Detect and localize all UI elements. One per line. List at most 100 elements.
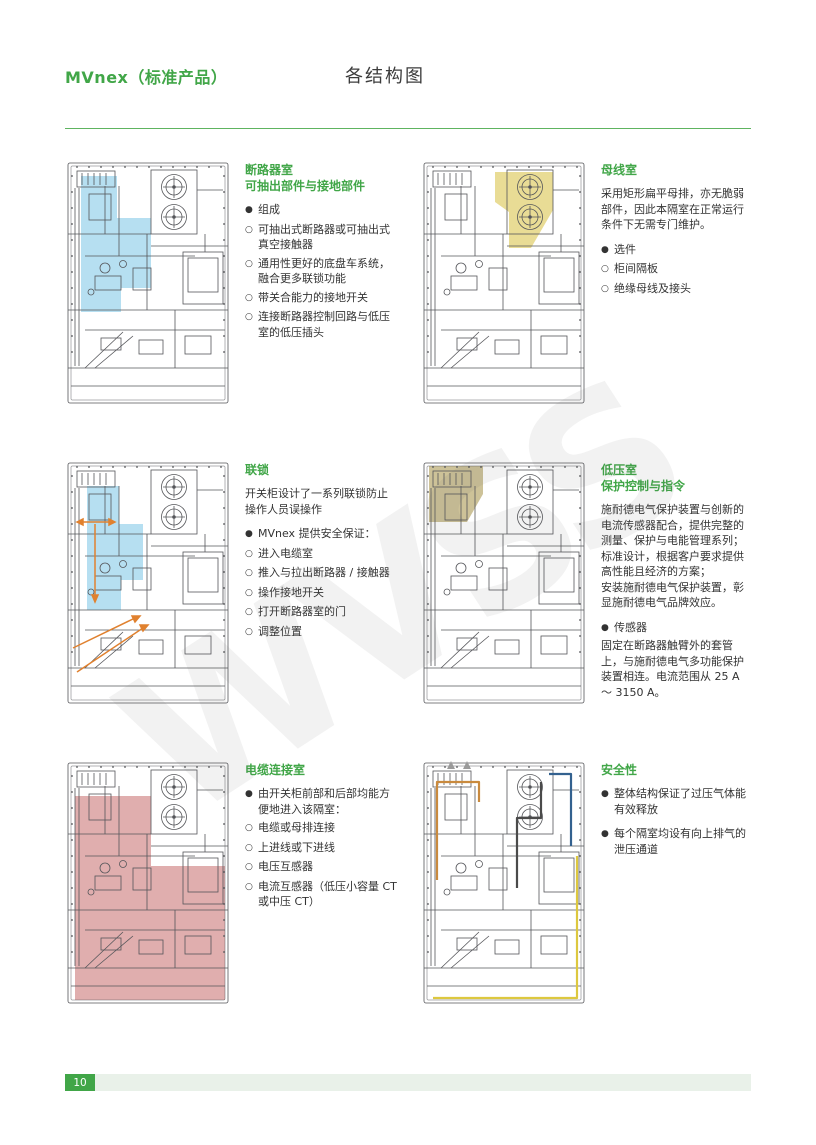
bullet-marker: ○ — [601, 264, 609, 274]
section-paragraph: 固定在断路器触臂外的套管上，与施耐德电气多功能保护装置相连。电流范围从 25 A… — [601, 639, 744, 699]
diagram-interlock — [65, 460, 231, 712]
section-cable: 电缆连接室 ●由开关柜前部和后部均能方便地进入该隔室：○电缆或母排连接○上进线或… — [65, 758, 421, 1058]
bullet-marker: ● — [245, 789, 253, 799]
section-titles: 电缆连接室 — [245, 762, 397, 778]
bullet-text: 操作接地开关 — [258, 585, 324, 599]
sub-bullet-item: ○ 推入与拉出断路器 / 接触器 — [245, 565, 397, 582]
section-titles: 断路器室可抽出部件与接地部件 — [245, 162, 397, 194]
bullet-marker: ○ — [601, 283, 609, 294]
bullet-text: 推入与拉出断路器 / 接触器 — [258, 566, 390, 579]
bullet-item: ● 组成 — [245, 202, 397, 219]
bullet-text: 调整位置 — [258, 624, 302, 638]
bullet-item: ● 整体结构保证了过压气体能有效释放 — [601, 786, 753, 817]
section-title: 安全性 — [601, 763, 638, 777]
section-lv: 低压室保护控制与指令 施耐德电气保护装置与创新的电流传感器配合，提供完整的测量、… — [421, 458, 777, 758]
bullet-text: 连接断路器控制回路与低压室的低压插头 — [258, 310, 390, 339]
bullet-text: MVnex 提供安全保证： — [258, 527, 376, 540]
section-title: 母线室 — [601, 163, 638, 177]
bullet-marker: ○ — [245, 862, 253, 872]
bullet-text: 上进线或下进线 — [258, 840, 335, 854]
section-body: ●组成○可抽出式断路器或可抽出式真空接触器○通用性更好的底盘车系统，融合更多联锁… — [245, 202, 397, 340]
bullet-item: ● 传感器 — [601, 620, 753, 637]
section-body: 施耐德电气保护装置与创新的电流传感器配合，提供完整的测量、保护与电能管理系列；标… — [601, 502, 753, 700]
bullet-marker: ● — [245, 529, 253, 539]
bullet-marker: ○ — [245, 881, 253, 892]
bullet-item: ● 由开关柜前部和后部均能方便地进入该隔室： — [245, 786, 397, 817]
sub-bullet-item: ○ 绝缘母线及接头 — [601, 281, 753, 298]
sub-bullet-item: ○柜间隔板 — [601, 261, 753, 278]
bullet-text: 整体结构保证了过压气体能有效释放 — [614, 787, 746, 816]
bullet-text: 电缆或母排连接 — [258, 821, 335, 834]
diagram-lv — [421, 460, 587, 712]
bullet-text: 进入电缆室 — [258, 546, 313, 560]
section-title: 电缆连接室 — [245, 763, 306, 777]
section-text: 联锁 开关柜设计了一系列联锁防止操作人员误操作●MVnex 提供安全保证：○进入… — [245, 462, 397, 640]
bullet-text: 通用性更好的底盘车系统，融合更多联锁功能 — [258, 256, 390, 286]
section-title: 保护控制与指令 — [601, 479, 686, 493]
bullet-marker: ● — [601, 244, 609, 255]
sub-bullet-item: ○上进线或下进线 — [245, 840, 397, 857]
section-text: 母线室 采用矩形扁平母排，亦无脆弱部件，因此本隔室在正常运行条件下无需专门维护。… — [601, 162, 753, 297]
section-paragraph: 采用矩形扁平母排，亦无脆弱部件，因此本隔室在正常运行条件下无需专门维护。 — [601, 187, 744, 231]
sub-bullet-item: ○通用性更好的底盘车系统，融合更多联锁功能 — [245, 256, 397, 287]
section-text: 断路器室可抽出部件与接地部件 ●组成○可抽出式断路器或可抽出式真空接触器○通用性… — [245, 162, 397, 340]
section-paragraph: 安装施耐德电气保护装置，彰显施耐德电气品牌效应。 — [601, 580, 744, 610]
bullet-marker: ○ — [245, 823, 253, 833]
section-body: 开关柜设计了一系列联锁防止操作人员误操作●MVnex 提供安全保证：○进入电缆室… — [245, 486, 397, 640]
bullet-text: 可抽出式断路器或可抽出式真空接触器 — [258, 222, 390, 252]
section-title: 断路器室 — [245, 163, 294, 177]
page-number-badge: 10 — [65, 1074, 95, 1091]
bullet-item: ● 选件 — [601, 242, 753, 259]
sub-bullet-item: ○ 连接断路器控制回路与低压室的低压插头 — [245, 309, 397, 340]
bullet-item: ● 每个隔室均设有向上排气的泄压通道 — [601, 826, 753, 857]
bullet-marker: ○ — [245, 626, 253, 637]
section-titles: 母线室 — [601, 162, 753, 178]
section-title: 低压室 — [601, 463, 638, 477]
section-body: ●由开关柜前部和后部均能方便地进入该隔室：○电缆或母排连接○上进线或下进线○电压… — [245, 786, 397, 910]
sub-bullet-item: ○电压互感器 — [245, 859, 397, 876]
bullet-marker: ● — [601, 829, 609, 839]
bullet-text: 绝缘母线及接头 — [614, 281, 691, 295]
section-titles: 安全性 — [601, 762, 753, 778]
section-titles: 低压室保护控制与指令 — [601, 462, 753, 494]
section-busbar: 母线室 采用矩形扁平母排，亦无脆弱部件，因此本隔室在正常运行条件下无需专门维护。… — [421, 158, 777, 458]
bullet-marker: ○ — [245, 312, 253, 322]
bullet-marker: ● — [601, 622, 609, 633]
bullet-marker: ○ — [245, 548, 253, 559]
page-title: 各结构图 — [345, 66, 425, 87]
section-body: ● 整体结构保证了过压气体能有效释放 ● 每个隔室均设有向上排气的泄压通道 — [601, 786, 753, 857]
header-divider — [65, 128, 751, 129]
bullet-text: 每个隔室均设有向上排气的泄压通道 — [614, 827, 746, 856]
section-text: 电缆连接室 ●由开关柜前部和后部均能方便地进入该隔室：○电缆或母排连接○上进线或… — [245, 762, 397, 910]
bullet-marker: ○ — [245, 224, 253, 235]
sections-grid: 断路器室可抽出部件与接地部件 ●组成○可抽出式断路器或可抽出式真空接触器○通用性… — [65, 158, 777, 1058]
diagram-busbar — [421, 160, 587, 412]
bullet-text: 打开断路器室的门 — [258, 605, 346, 618]
sub-bullet-item: ○ 打开断路器室的门 — [245, 604, 397, 621]
bullet-item: ● MVnex 提供安全保证： — [245, 526, 397, 543]
bullet-marker: ○ — [245, 292, 253, 303]
section-body: 采用矩形扁平母排，亦无脆弱部件，因此本隔室在正常运行条件下无需专门维护。 ● 选件 ○… — [601, 186, 753, 297]
brand-title: MVnex（标准产品） — [65, 68, 228, 87]
diagram-breaker — [65, 160, 231, 412]
section-text: 安全性 ● 整体结构保证了过压气体能有效释放 ● 每个隔室均设有向上排气的泄压通道 — [601, 762, 753, 857]
section-paragraph: 施耐德电气保护装置与创新的电流传感器配合，提供完整的测量、保护与电能管理系列；标… — [601, 503, 744, 578]
section-breaker: 断路器室可抽出部件与接地部件 ●组成○可抽出式断路器或可抽出式真空接触器○通用性… — [65, 158, 421, 458]
bullet-text: 带关合能力的接地开关 — [258, 290, 368, 304]
sub-bullet-item: ○ 电缆或母排连接 — [245, 820, 397, 837]
bullet-marker: ● — [245, 205, 253, 215]
bullet-text: 传感器 — [614, 620, 647, 634]
bullet-marker: ● — [601, 789, 609, 799]
bullet-marker: ○ — [245, 568, 253, 578]
bullet-text: 组成 — [258, 203, 280, 216]
bullet-text: 由开关柜前部和后部均能方便地进入该隔室： — [258, 787, 390, 816]
sub-bullet-item: ○ 调整位置 — [245, 624, 397, 641]
sub-bullet-item: ○ 进入电缆室 — [245, 546, 397, 563]
bullet-text: 电流互感器（低压小容量 CT 或中压 CT） — [258, 879, 397, 909]
sub-bullet-item: ○ 电流互感器（低压小容量 CT 或中压 CT） — [245, 879, 397, 910]
section-title: 联锁 — [245, 463, 270, 477]
bullet-marker: ○ — [245, 607, 253, 617]
bullet-text: 选件 — [614, 242, 636, 256]
bullet-marker: ○ — [245, 587, 253, 598]
section-interlock: 联锁 开关柜设计了一系列联锁防止操作人员误操作●MVnex 提供安全保证：○进入… — [65, 458, 421, 758]
